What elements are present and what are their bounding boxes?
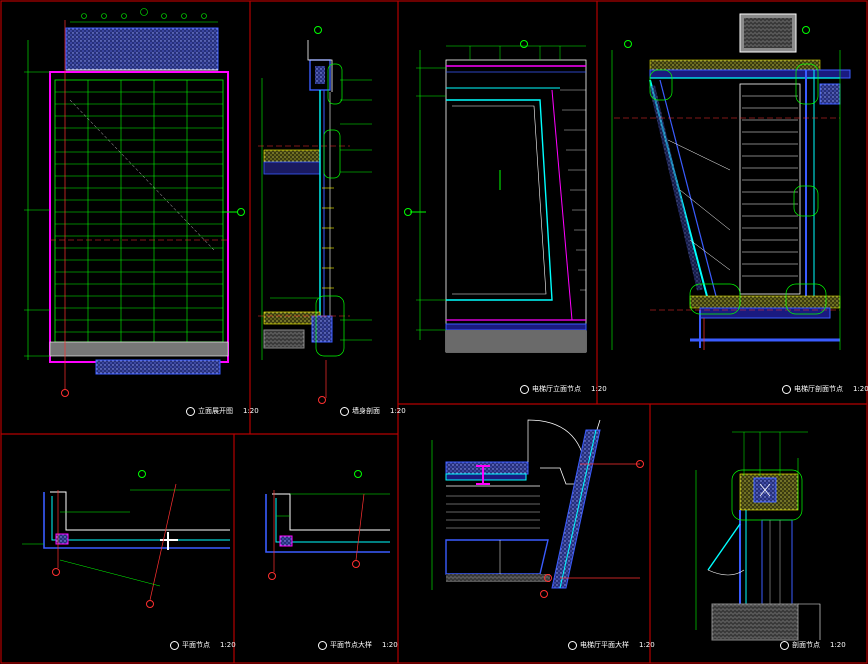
panel-plan-node xyxy=(22,470,230,608)
detail-marker-icon xyxy=(520,384,529,394)
caption-plan-node: 平面节点 1:20 xyxy=(170,640,236,650)
panel-section-node-detail xyxy=(695,431,821,641)
caption-scale: 1:20 xyxy=(220,641,236,649)
detail-marker-icon xyxy=(568,640,577,650)
panel-elevator-plan-detail xyxy=(431,419,644,598)
caption-plan-node-detail: 平面节点大样 1:20 xyxy=(318,640,398,650)
caption-scale: 1:20 xyxy=(390,407,406,415)
caption-title: 立面展开图 xyxy=(198,407,233,415)
detail-marker-icon xyxy=(186,406,195,416)
caption-title: 剖面节点 xyxy=(792,641,820,649)
caption-elevator-plan-detail: 电梯厅平面大样 1:20 xyxy=(568,640,655,650)
detail-marker-icon xyxy=(340,406,349,416)
caption-title: 平面节点 xyxy=(182,641,210,649)
caption-scale: 1:20 xyxy=(382,641,398,649)
panel-plan-node-detail xyxy=(265,470,390,580)
panel-section-node xyxy=(611,13,851,350)
caption-scale: 1:20 xyxy=(830,641,846,649)
caption-section-node: 电梯厅剖面节点 1:20 xyxy=(782,384,868,394)
caption-scale: 1:20 xyxy=(243,407,259,415)
caption-elevation: 立面展开图 1:20 xyxy=(186,406,259,416)
detail-marker-icon xyxy=(780,640,789,650)
caption-scale: 1:20 xyxy=(591,385,607,393)
caption-title: 墙身剖面 xyxy=(352,407,380,415)
detail-marker-icon xyxy=(318,640,327,650)
caption-title: 电梯厅剖面节点 xyxy=(794,385,843,393)
panel-elevation-node xyxy=(404,40,587,353)
caption-title: 平面节点大样 xyxy=(330,641,372,649)
caption-section-node-detail: 剖面节点 1:20 xyxy=(780,640,846,650)
panel-wall-section xyxy=(258,26,372,404)
caption-scale: 1:20 xyxy=(639,641,655,649)
caption-title: 电梯厅立面节点 xyxy=(532,385,581,393)
caption-scale: 1:20 xyxy=(853,385,868,393)
detail-marker-icon xyxy=(170,640,179,650)
caption-wall-section: 墙身剖面 1:20 xyxy=(340,406,406,416)
caption-title: 电梯厅平面大样 xyxy=(580,641,629,649)
panel-elevation xyxy=(24,8,245,397)
caption-elevation-node: 电梯厅立面节点 1:20 xyxy=(520,384,607,394)
detail-marker-icon xyxy=(782,384,791,394)
